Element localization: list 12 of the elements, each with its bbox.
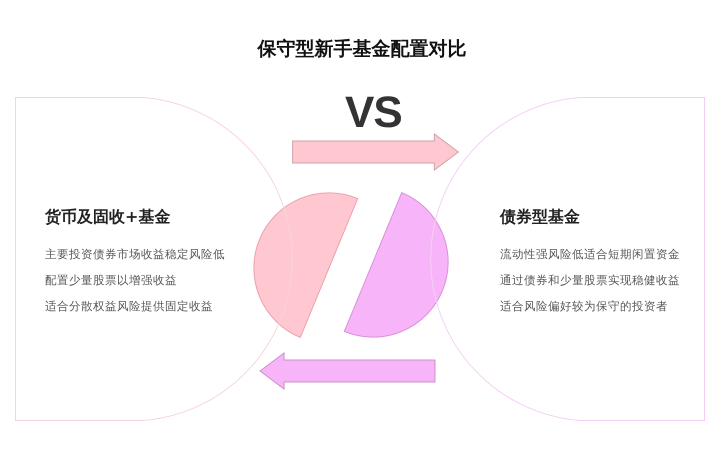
panel-bullet-text: 适合分散权益风险提供固定收益 — [45, 299, 213, 314]
block-arrow — [292, 133, 460, 171]
block-arrow — [259, 352, 436, 390]
panel-heading: 货币及固收+基金 — [45, 207, 170, 228]
panel-bullet-text: 流动性强风险低适合短期闲置资金 — [500, 247, 680, 262]
versus-label: VS — [345, 88, 402, 138]
diagram-title: 保守型新手基金配置对比 — [256, 37, 468, 62]
panel-bullet-text: 适合风险偏好较为保守的投资者 — [500, 299, 668, 314]
panel-heading: 债券型基金 — [500, 207, 580, 228]
panel-bullet-text: 通过债券和少量股票实现稳健收益 — [500, 273, 680, 288]
panel-bullet-text: 配置少量股票以增强收益 — [45, 273, 177, 288]
panel-bullet-text: 主要投资债券市场收益稳定风险低 — [45, 247, 225, 262]
